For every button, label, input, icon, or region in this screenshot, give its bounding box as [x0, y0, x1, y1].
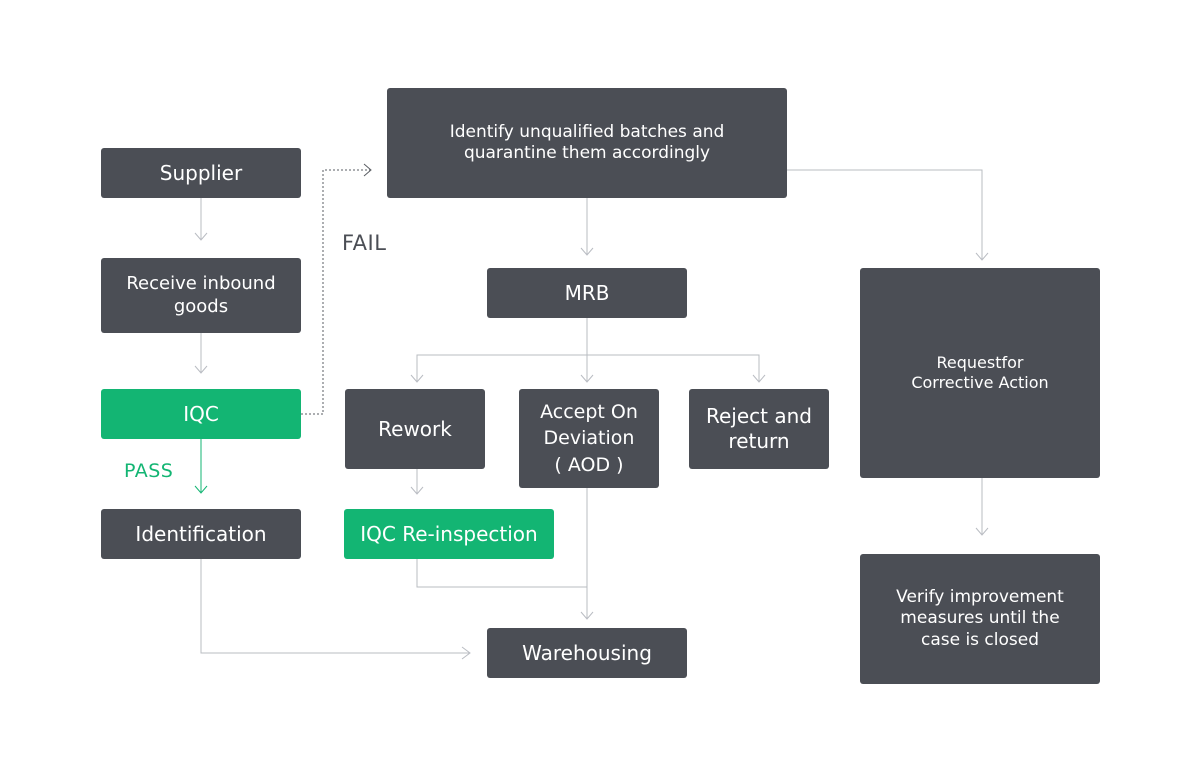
arrowhead-iqc-fail: [363, 163, 372, 177]
iqc-node: IQC: [101, 389, 301, 439]
arrowhead-identify-to-request: [975, 252, 989, 261]
verify-improvement-node: Verify improvement measures until the ca…: [860, 554, 1100, 684]
arrowhead-to-warehousing: [580, 611, 594, 620]
arrowhead-mrb-to-aod: [580, 374, 594, 383]
arrowhead-rework-to-reinspection: [410, 486, 424, 495]
request-corrective-action-node: Requestfor Corrective Action: [860, 268, 1100, 478]
aod-node: Accept On Deviation ( AOD ): [519, 389, 659, 488]
identification-node: Identification: [101, 509, 301, 559]
arrowhead-receive-to-iqc: [194, 365, 208, 374]
pass-label: PASS: [124, 460, 174, 482]
identify-unqualified-node: Identify unqualified batches and quarant…: [387, 88, 787, 198]
arrowhead-mrb-to-reject: [752, 374, 766, 383]
arrowhead-mrb-to-rework: [410, 374, 424, 383]
arrow-mrb-branches: [416, 354, 760, 381]
receive-inbound-node: Receive inbound goods: [101, 258, 301, 333]
arrow-iqc-fail: [301, 169, 370, 415]
arrowhead-request-to-verify: [975, 527, 989, 536]
fail-label: FAIL: [342, 231, 387, 255]
reject-return-node: Reject and return: [689, 389, 829, 469]
arrowhead-supplier-to-receive: [194, 232, 208, 241]
arrowhead-identify-to-mrb: [580, 247, 594, 256]
arrowhead-identification-to-warehousing: [461, 646, 471, 660]
iqc-reinspection-node: IQC Re-inspection: [344, 509, 554, 559]
rework-node: Rework: [345, 389, 485, 469]
arrow-reinspection-to-warehousing: [416, 559, 587, 588]
warehousing-node: Warehousing: [487, 628, 687, 678]
arrow-identify-to-request: [787, 169, 983, 259]
arrowhead-iqc-pass: [194, 485, 208, 494]
mrb-node: MRB: [487, 268, 687, 318]
supplier-node: Supplier: [101, 148, 301, 198]
arrow-identification-to-warehousing: [200, 559, 469, 654]
